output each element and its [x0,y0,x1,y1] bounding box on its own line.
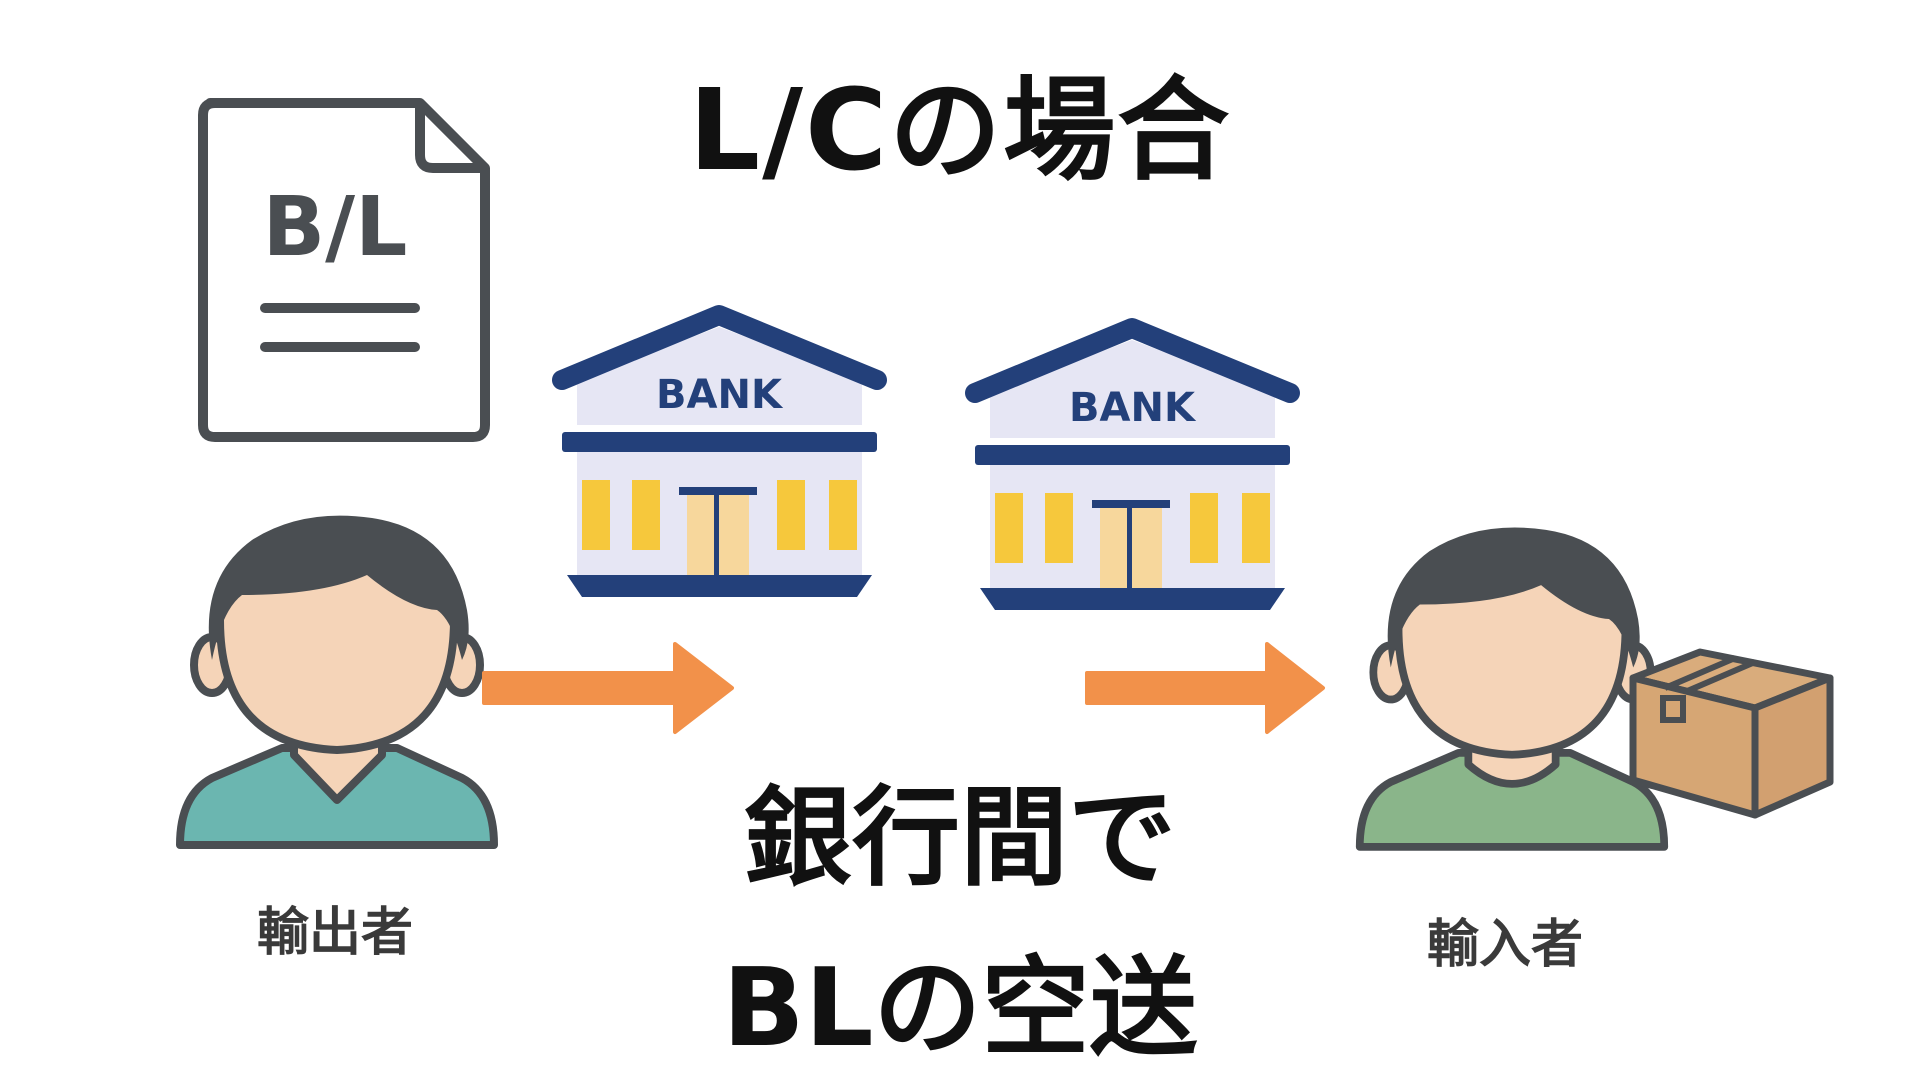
document-label: B/L [263,180,408,275]
bill-of-lading-document-icon: B/L [198,98,490,442]
cardboard-box-icon [1629,648,1834,819]
arrow-right-icon [482,642,734,734]
bank-building-icon: BANK [965,318,1300,610]
caption-line-1: 銀行間で [743,776,1176,901]
importer-person-icon [1355,527,1669,851]
bank-building-icon: BANK [552,305,887,597]
importer-label: 輸入者 [1426,915,1583,975]
arrow-right-icon [1085,642,1325,734]
exporter-label: 輸出者 [256,903,413,963]
bank-label: BANK [1069,385,1197,431]
exporter-person-icon [176,515,498,849]
caption-line-2: BLの空送 [722,946,1198,1071]
page-title: L/Cの場合 [688,66,1232,196]
bank-label: BANK [656,372,784,418]
